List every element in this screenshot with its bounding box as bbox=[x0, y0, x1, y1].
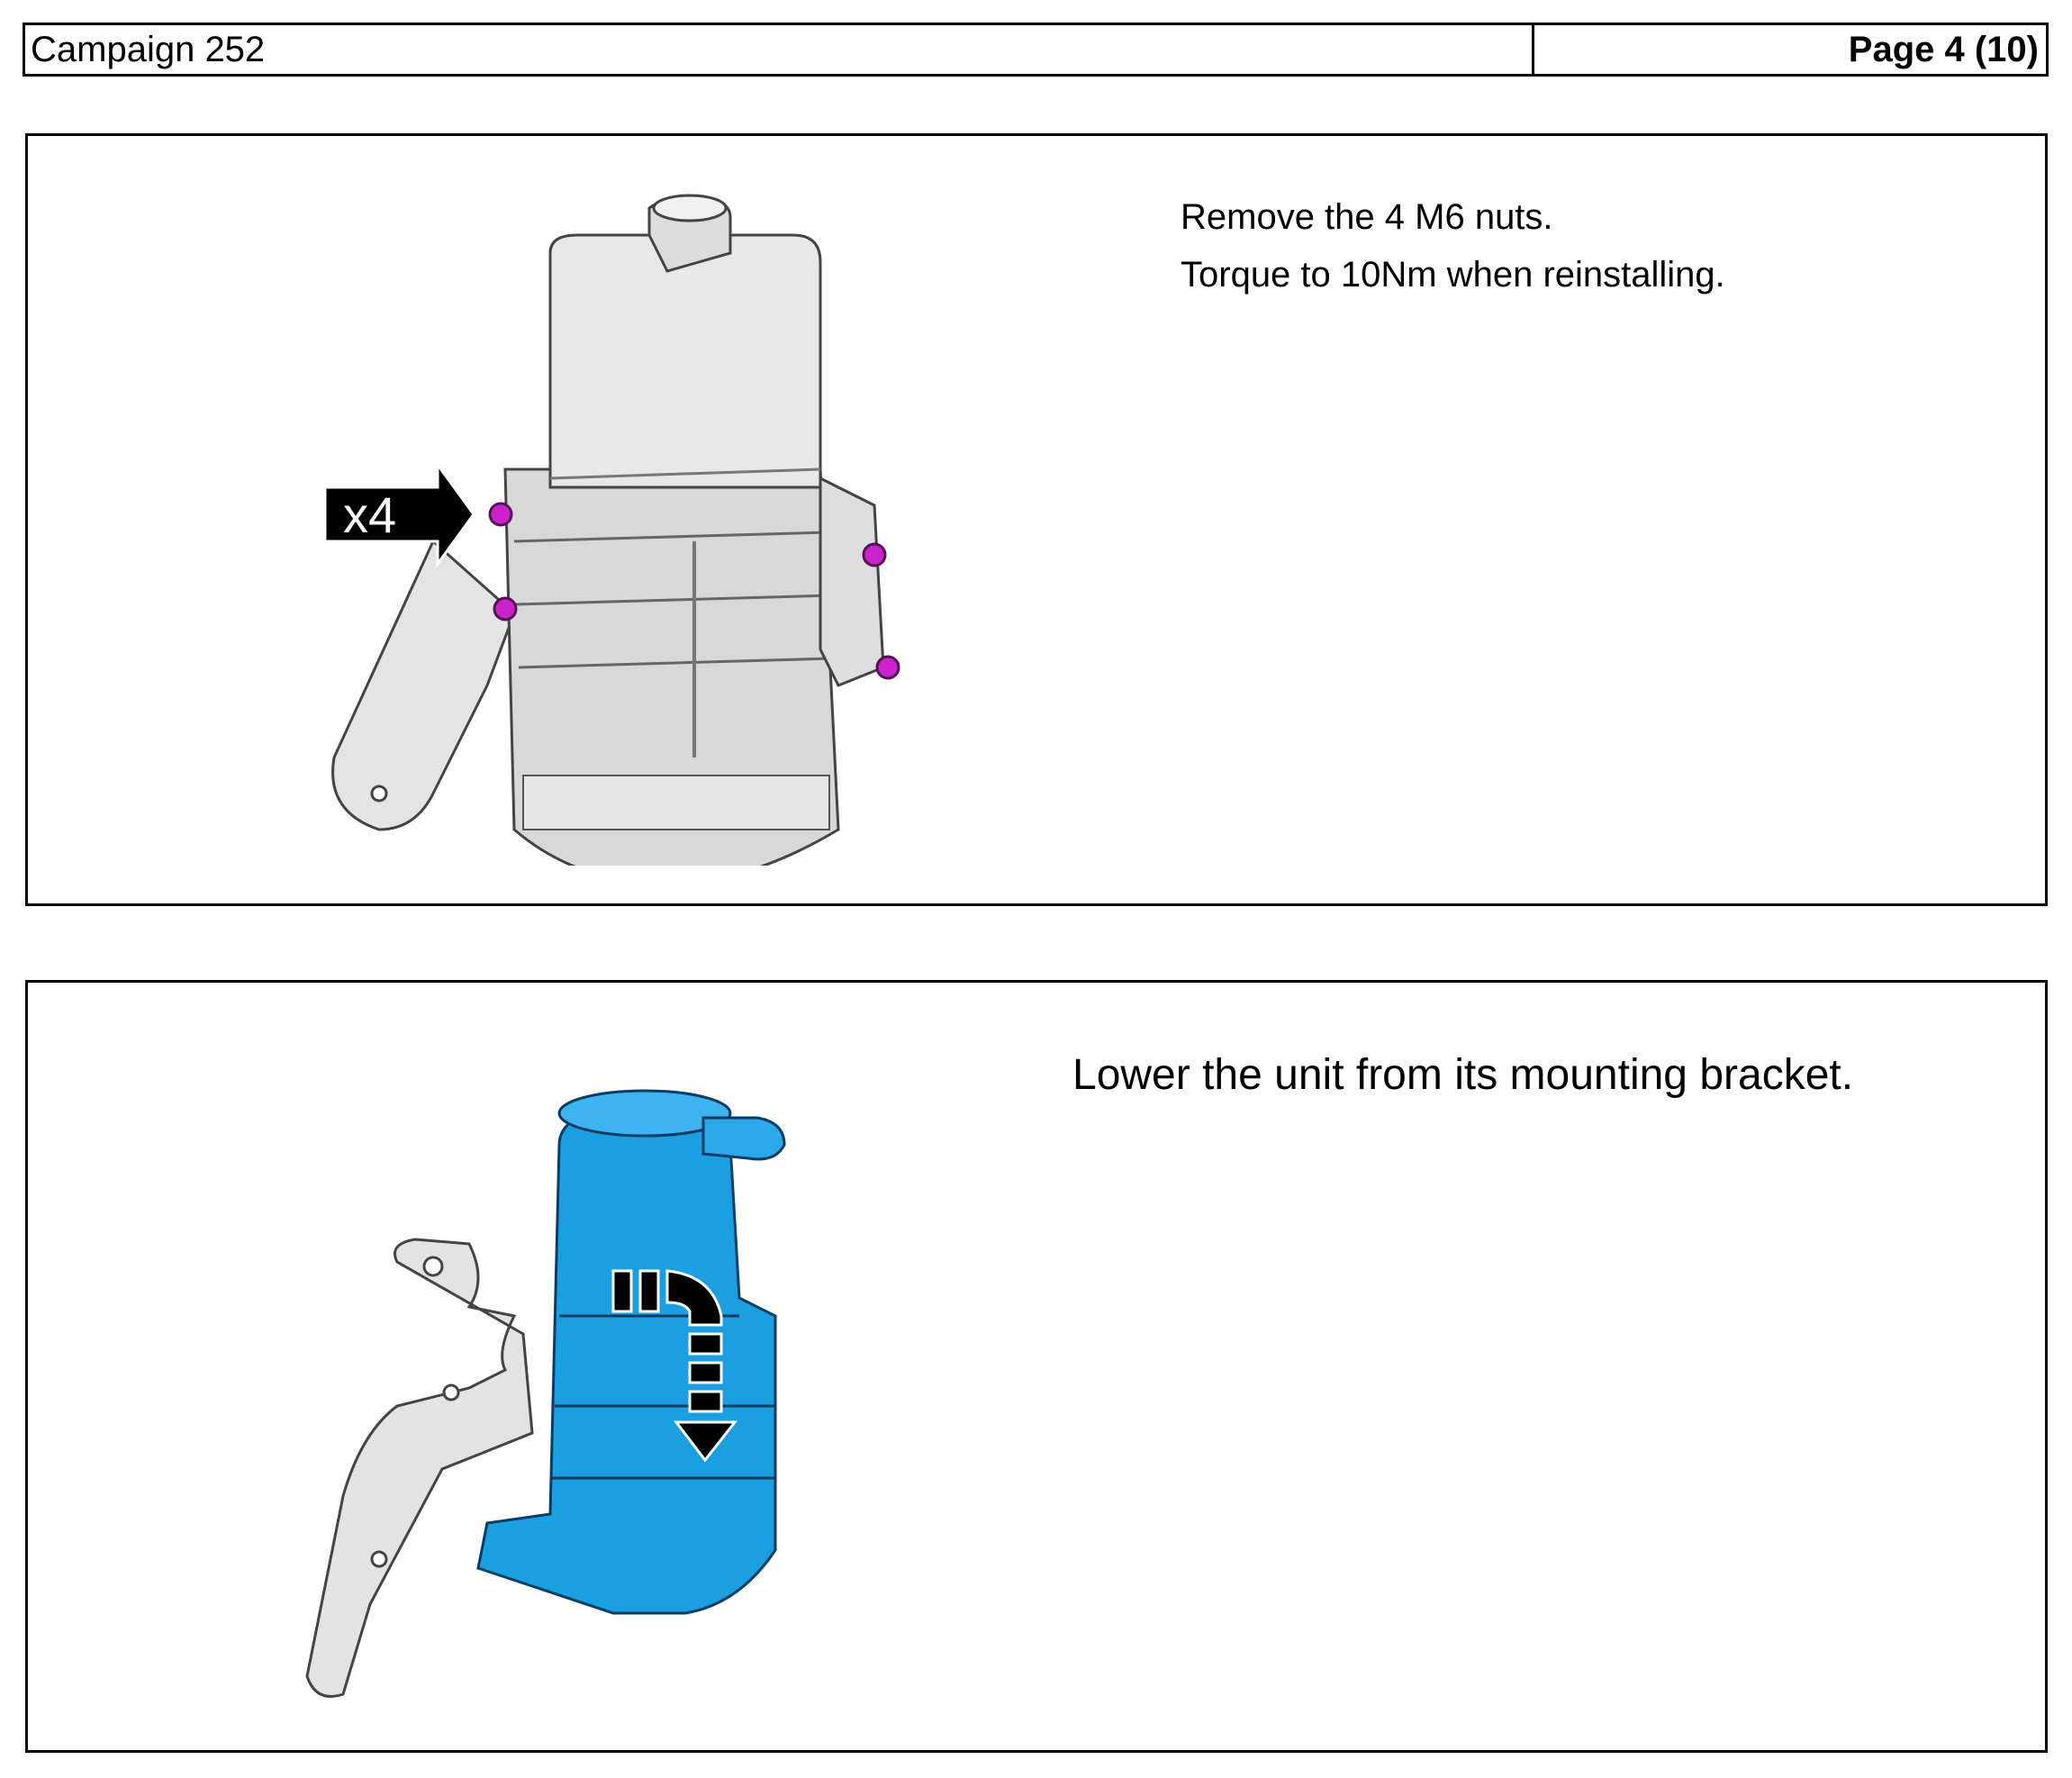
fluid-reservoir bbox=[548, 233, 822, 489]
step2-instruction: Lower the unit from its mounting bracket… bbox=[1072, 1051, 1854, 1099]
step-panel-lower-unit: Lower the unit from its mounting bracket… bbox=[25, 980, 2048, 1753]
right-bracket bbox=[819, 476, 885, 687]
downward-movement-arrow bbox=[611, 1269, 738, 1463]
instruction-line-1: Remove the 4 M6 nuts. bbox=[1181, 197, 1553, 237]
step1-instructions: Remove the 4 M6 nuts. Torque to 10Nm whe… bbox=[1181, 188, 1725, 304]
pump-lower-housing bbox=[503, 467, 840, 866]
campaign-title: Campaign 252 bbox=[25, 25, 1534, 74]
callout-arrow bbox=[323, 460, 475, 568]
document-header: Campaign 252 Page 4 (10) bbox=[23, 23, 2049, 77]
page-number: Page 4 (10) bbox=[1848, 29, 2039, 69]
mounting-bracket bbox=[331, 539, 516, 831]
step-panel-remove-nuts: x4 Remove the 4 M6 nuts. Torque to 10Nm … bbox=[25, 133, 2048, 906]
mounting-bracket bbox=[305, 1238, 534, 1698]
instruction-line-2: Torque to 10Nm when reinstalling. bbox=[1181, 255, 1725, 295]
pump-unit-illustration: x4 bbox=[323, 194, 900, 866]
pump-lowering-illustration bbox=[305, 1089, 786, 1698]
m6-nut-markers bbox=[488, 502, 900, 680]
bracket-hole bbox=[370, 785, 388, 803]
callout-label: x4 bbox=[343, 486, 396, 543]
